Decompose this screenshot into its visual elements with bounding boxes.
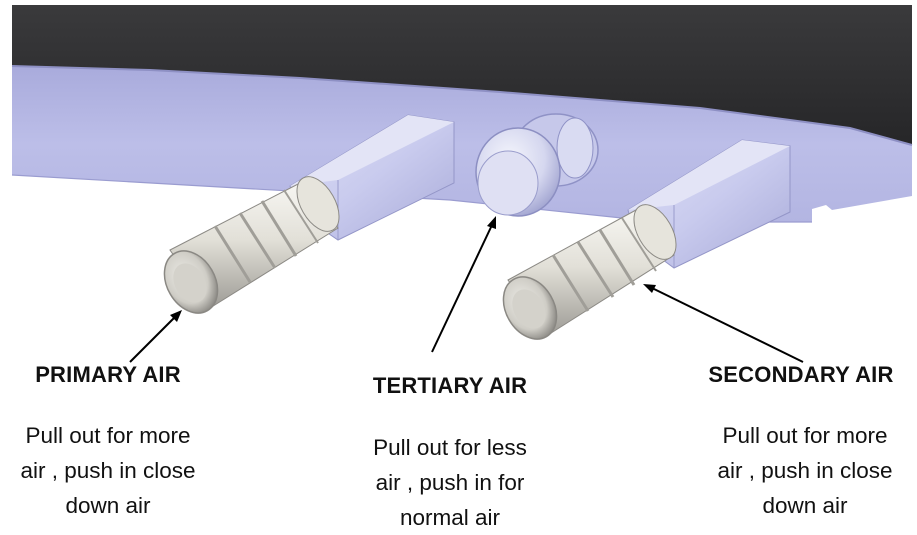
tertiary-air-title: TERTIARY AIR <box>372 373 528 398</box>
secondary-air-title: SECONDARY AIR <box>708 362 894 387</box>
primary-desc-line: Pull out for more <box>25 423 191 448</box>
tertiary-pointer-arrow <box>431 216 496 353</box>
tertiary-desc-line: Pull out for less <box>373 435 527 460</box>
primary-desc-line: down air <box>65 493 151 518</box>
secondary-air-description: Pull out for more air , push in close do… <box>697 418 913 523</box>
secondary-air-knob <box>502 204 677 340</box>
secondary-desc-line: down air <box>762 493 848 518</box>
primary-air-description: Pull out for more air , push in close do… <box>0 418 216 523</box>
primary-air-knob <box>163 176 340 314</box>
tertiary-desc-line: air , push in for <box>375 470 525 495</box>
primary-desc-line: air , push in close <box>20 458 196 483</box>
primary-pointer-arrow <box>129 310 182 363</box>
secondary-pointer-arrow <box>643 284 804 363</box>
stove-top-panel <box>12 5 912 145</box>
tertiary-desc-line: normal air <box>399 505 501 530</box>
secondary-desc-line: Pull out for more <box>722 423 888 448</box>
primary-air-title: PRIMARY AIR <box>35 362 181 387</box>
secondary-desc-line: air , push in close <box>717 458 893 483</box>
tertiary-air-description: Pull out for less air , push in for norm… <box>350 430 550 535</box>
tertiary-air-knob <box>475 113 599 217</box>
